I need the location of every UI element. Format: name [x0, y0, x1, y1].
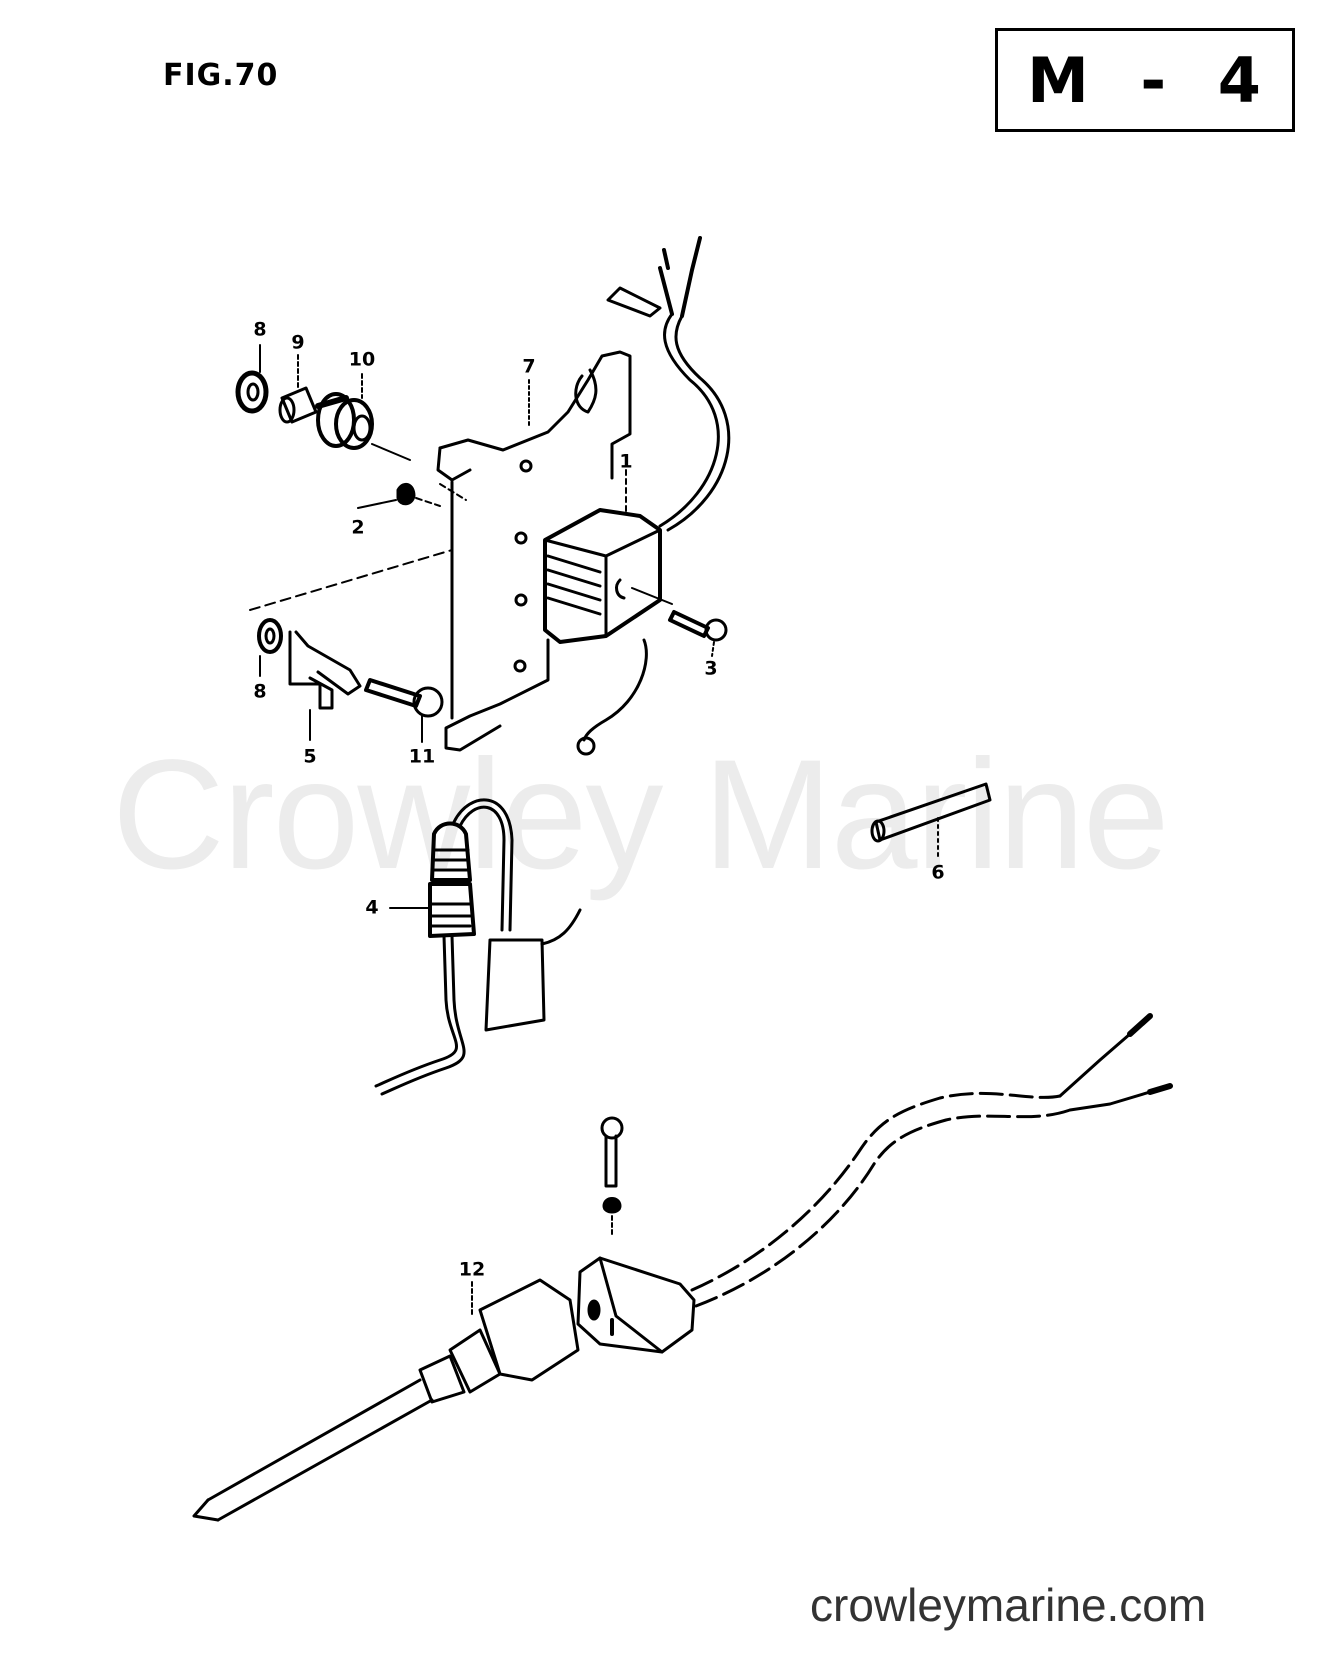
- bolt-icon: [364, 678, 444, 743]
- callout-2: 2: [351, 516, 365, 539]
- clip-icon: [288, 630, 362, 741]
- connector-screw-icon: [600, 1116, 624, 1237]
- washer-icon: [235, 344, 269, 414]
- callout-6: 6: [931, 861, 945, 884]
- condenser-icon: [374, 798, 582, 1096]
- nut-icon: [357, 482, 441, 509]
- cable-icon: [690, 1013, 1173, 1308]
- callout-8a: 8: [253, 318, 267, 341]
- collar-icon: [278, 354, 318, 424]
- tester-probe-icon: [192, 1278, 580, 1522]
- section-box: M - 4: [995, 28, 1295, 132]
- callout-9: 9: [291, 331, 305, 354]
- callout-10: 10: [348, 348, 376, 371]
- lead-wire-icon: [576, 236, 731, 756]
- callout-1: 1: [619, 450, 633, 473]
- callout-8b: 8: [253, 680, 267, 703]
- figure-number: FIG.70: [163, 58, 279, 93]
- connector-icon: [576, 1256, 696, 1354]
- footer-url[interactable]: crowleymarine.com: [810, 1579, 1207, 1631]
- callout-5: 5: [303, 745, 317, 768]
- callout-3: 3: [704, 657, 718, 680]
- bracket-icon: [249, 350, 632, 752]
- section-code: M - 4: [1027, 43, 1263, 117]
- sleeve-icon: [870, 782, 992, 859]
- callout-11: 11: [408, 745, 436, 768]
- washer-icon: [257, 618, 283, 677]
- screw-icon: [668, 610, 728, 657]
- callout-7: 7: [522, 355, 536, 378]
- grommet-icon: [315, 373, 411, 461]
- callout-12: 12: [458, 1258, 486, 1281]
- rectifier-icon: [543, 469, 673, 644]
- callout-4: 4: [365, 896, 379, 919]
